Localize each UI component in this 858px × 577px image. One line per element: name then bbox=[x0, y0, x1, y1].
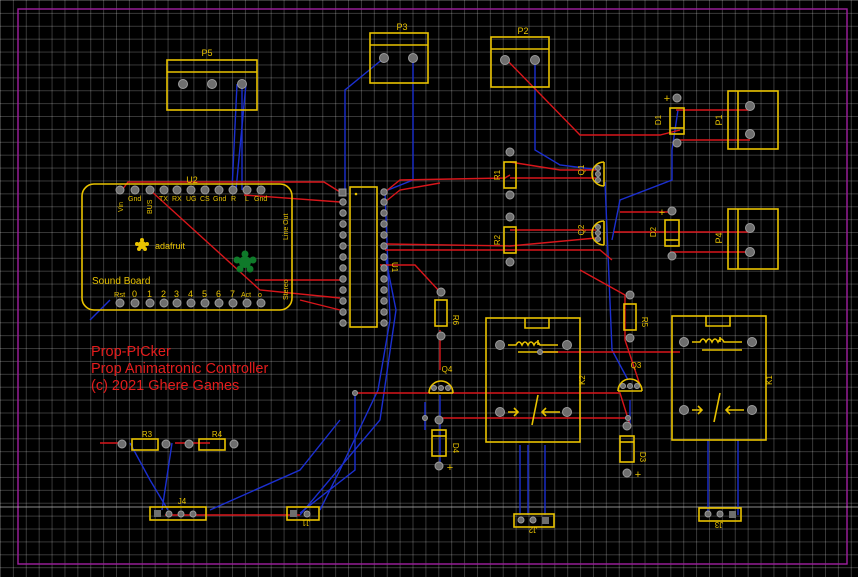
q2-label: Q2 bbox=[577, 224, 586, 235]
pin-label-bus: BUS bbox=[147, 199, 154, 214]
r4-label: R4 bbox=[212, 430, 223, 439]
diode-d1: + D1 bbox=[654, 93, 685, 148]
pin-label-ug: UG bbox=[186, 196, 197, 203]
pin-label-4: 4 bbox=[188, 289, 193, 299]
r2-label: R2 bbox=[493, 234, 502, 245]
q3-label: Q3 bbox=[631, 361, 642, 370]
adafruit-large-flower-icon bbox=[233, 250, 257, 273]
pin-label-0: 0 bbox=[132, 289, 137, 299]
top-traces bbox=[100, 57, 750, 516]
relay-k2: K2 bbox=[485, 317, 587, 443]
adafruit-flower-icon bbox=[135, 238, 149, 251]
pin-label-gnd2: Gnd bbox=[213, 196, 226, 203]
q1-label: Q1 bbox=[577, 164, 586, 175]
d2-plus: + bbox=[659, 207, 665, 219]
connector-p1: P1 bbox=[714, 90, 779, 150]
d3-label: D3 bbox=[638, 452, 647, 463]
p4-label: P4 bbox=[714, 232, 724, 243]
d4-plus: + bbox=[447, 462, 453, 474]
d3-plus: + bbox=[635, 469, 641, 481]
pin-label-rx: RX bbox=[172, 196, 182, 203]
transistor-q4: Q4 bbox=[428, 365, 454, 394]
d1-plus: + bbox=[664, 93, 670, 105]
sound-board-top-pads bbox=[115, 185, 266, 195]
relay-k1: K1 bbox=[671, 315, 774, 441]
diode-d3: + D3 bbox=[619, 421, 647, 481]
j2-label: J2 bbox=[528, 525, 537, 534]
p3-label: P3 bbox=[396, 22, 407, 32]
project-title: Prop-PICker bbox=[91, 344, 171, 360]
connector-p2: P2 bbox=[490, 26, 550, 88]
line-out-label: Line Out bbox=[283, 213, 290, 240]
pin-label-5: 5 bbox=[202, 289, 207, 299]
pin-label-cs: CS bbox=[200, 196, 210, 203]
d2-label: D2 bbox=[649, 226, 658, 237]
resistor-r1: R1 bbox=[493, 147, 517, 200]
pin-label-3: 3 bbox=[174, 289, 179, 299]
d1-label: D1 bbox=[654, 114, 663, 125]
diode-d2: + D2 bbox=[649, 206, 680, 261]
pin-label-1: 1 bbox=[147, 289, 152, 299]
project-subtitle: Prop Animatronic Controller bbox=[91, 361, 268, 377]
p1-label: P1 bbox=[714, 114, 724, 125]
ic-u1: U1 bbox=[338, 186, 399, 328]
u1-label: U1 bbox=[390, 262, 399, 273]
board-outline bbox=[17, 8, 848, 565]
j4-label: J4 bbox=[178, 497, 187, 506]
header-j4: J4 bbox=[149, 497, 207, 521]
connector-p5: P5 bbox=[166, 48, 258, 111]
connector-p4: P4 bbox=[714, 208, 779, 270]
resistor-r3: R3 bbox=[117, 430, 171, 451]
q4-label: Q4 bbox=[442, 365, 453, 374]
header-j1: J1 bbox=[286, 506, 320, 527]
copyright-text: (c) 2021 Ghere Games bbox=[91, 378, 239, 394]
resistor-r4: R4 bbox=[184, 430, 239, 451]
k1-label: K1 bbox=[765, 375, 774, 385]
r6-label: R6 bbox=[451, 315, 460, 326]
pin-label-o: o bbox=[258, 292, 262, 299]
pin-label-act: Act bbox=[241, 292, 251, 299]
p5-label: P5 bbox=[201, 48, 212, 58]
board-name-label: Sound Board bbox=[92, 276, 150, 287]
pin-label-vin: Vin bbox=[118, 202, 125, 212]
sound-board-u2: U2 Vin Gnd BUS TX RX UG CS Gnd R L Gnd R… bbox=[81, 175, 293, 311]
pin-label-r: R bbox=[231, 196, 236, 203]
p2-label: P2 bbox=[517, 26, 528, 36]
pin-label-6: 6 bbox=[216, 289, 221, 299]
stereo-label: Stereo bbox=[283, 279, 290, 300]
pin-label-gnd: Gnd bbox=[128, 196, 141, 203]
j3-label: J3 bbox=[714, 520, 723, 529]
pin-label-rst: Rst bbox=[114, 290, 126, 299]
d4-label: D4 bbox=[451, 443, 460, 454]
resistor-r6: R6 bbox=[434, 287, 460, 341]
u2-label: U2 bbox=[186, 175, 198, 185]
k2-label: K2 bbox=[578, 375, 587, 385]
header-j2: J2 bbox=[513, 513, 555, 534]
transistor-q2: Q2 bbox=[577, 220, 605, 246]
pin-label-l: L bbox=[245, 196, 249, 203]
resistor-r2: R2 bbox=[493, 212, 517, 267]
vias bbox=[352, 349, 631, 421]
diode-d4: + D4 bbox=[431, 415, 460, 474]
transistor-q1: Q1 bbox=[577, 161, 605, 187]
pin-label-gnd3: Gnd bbox=[254, 196, 267, 203]
brand-label: adafruit bbox=[155, 241, 186, 251]
header-j3: J3 bbox=[698, 507, 742, 529]
connector-p3: P3 bbox=[369, 22, 429, 84]
pin-label-tx: TX bbox=[159, 196, 168, 203]
pin-label-2: 2 bbox=[161, 289, 166, 299]
j1-label: J1 bbox=[301, 518, 310, 527]
r3-label: R3 bbox=[142, 430, 153, 439]
sound-board-bottom-pads bbox=[115, 298, 266, 308]
resistor-r5: R5 bbox=[623, 290, 649, 343]
transistor-q3: Q3 bbox=[617, 361, 643, 392]
pin-label-7: 7 bbox=[230, 289, 235, 299]
r5-label: R5 bbox=[640, 317, 649, 328]
r1-label: R1 bbox=[493, 169, 502, 180]
